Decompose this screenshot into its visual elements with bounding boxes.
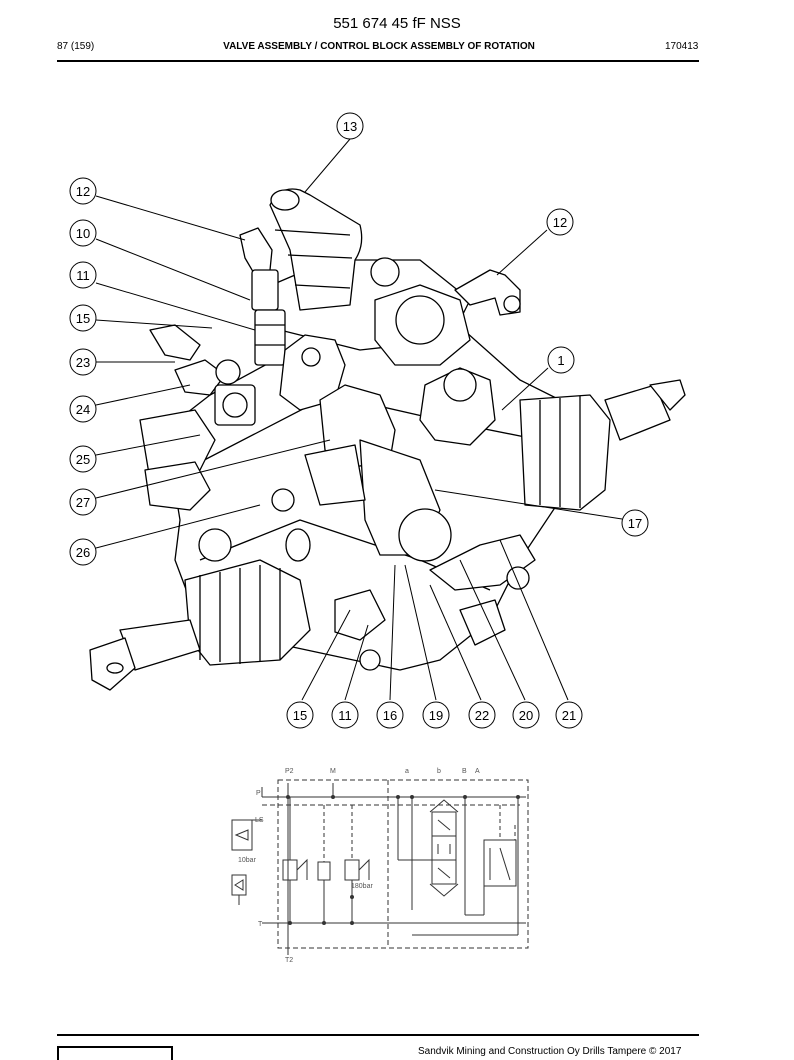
svg-text:15: 15 [76,311,90,326]
leader-lines [95,138,623,701]
callout-23: 23 [69,348,97,376]
callout-24: 24 [69,395,97,423]
svg-text:27: 27 [76,495,90,510]
svg-text:T: T [258,921,263,928]
callout-25: 25 [69,445,97,473]
svg-text:15: 15 [293,708,307,723]
svg-text:12: 12 [76,184,90,199]
header-rule [57,60,699,62]
svg-text:b: b [437,768,441,775]
section-title: VALVE ASSEMBLY / CONTROL BLOCK ASSEMBLY … [223,41,535,52]
sandvik-logo [57,1046,173,1060]
svg-text:180bar: 180bar [351,883,373,890]
svg-text:LS: LS [255,817,264,824]
callout-17: 17 [621,509,649,537]
svg-text:A: A [475,768,480,775]
svg-text:T2: T2 [285,957,293,964]
svg-text:19: 19 [429,708,443,723]
svg-text:13: 13 [343,119,357,134]
svg-text:a: a [405,768,409,775]
svg-text:1: 1 [557,353,564,368]
callout-16: 16 [376,701,404,729]
svg-text:24: 24 [76,402,90,417]
svg-text:B: B [462,768,467,775]
callout-26: 26 [69,538,97,566]
svg-text:10: 10 [76,226,90,241]
svg-text:21: 21 [562,708,576,723]
callout-19: 19 [422,701,450,729]
callout-27: 27 [69,488,97,516]
callout-12-right: 12 [546,208,574,236]
footer-copyright: Sandvik Mining and Construction Oy Drill… [418,1046,682,1057]
svg-text:10bar: 10bar [238,857,257,864]
document-code: 551 674 45 fF NSS [333,15,461,32]
svg-text:11: 11 [338,708,352,723]
callout-22: 22 [468,701,496,729]
callout-20: 20 [512,701,540,729]
callout-21: 21 [555,701,583,729]
hydraulic-schematic [231,779,529,955]
valve-block-illustration [89,188,686,691]
callout-11-left: 11 [69,261,97,289]
callout-15-bottom: 15 [286,701,314,729]
callout-11-bottom: 11 [331,701,359,729]
schematic-labels: P2 M a b B A P LS 10bar 180bar T T2 [238,768,480,964]
svg-text:M: M [330,768,336,775]
svg-text:P2: P2 [285,768,294,775]
callout-13: 13 [336,112,364,140]
svg-text:16: 16 [383,708,397,723]
svg-text:17: 17 [628,516,642,531]
svg-text:23: 23 [76,355,90,370]
svg-text:12: 12 [553,215,567,230]
svg-text:25: 25 [76,452,90,467]
footer-rule [57,1034,699,1036]
svg-text:P: P [256,790,261,797]
svg-text:11: 11 [76,268,90,283]
callout-10: 10 [69,219,97,247]
callout-15-left: 15 [69,304,97,332]
callouts: 13 12 12 10 11 15 23 1 24 25 27 17 26 15… [69,112,649,729]
svg-text:20: 20 [519,708,533,723]
svg-text:26: 26 [76,545,90,560]
svg-text:22: 22 [475,708,489,723]
callout-12-left: 12 [69,177,97,205]
date-code: 170413 [665,41,699,52]
callout-1: 1 [547,346,575,374]
page-number: 87 (159) [57,41,95,52]
